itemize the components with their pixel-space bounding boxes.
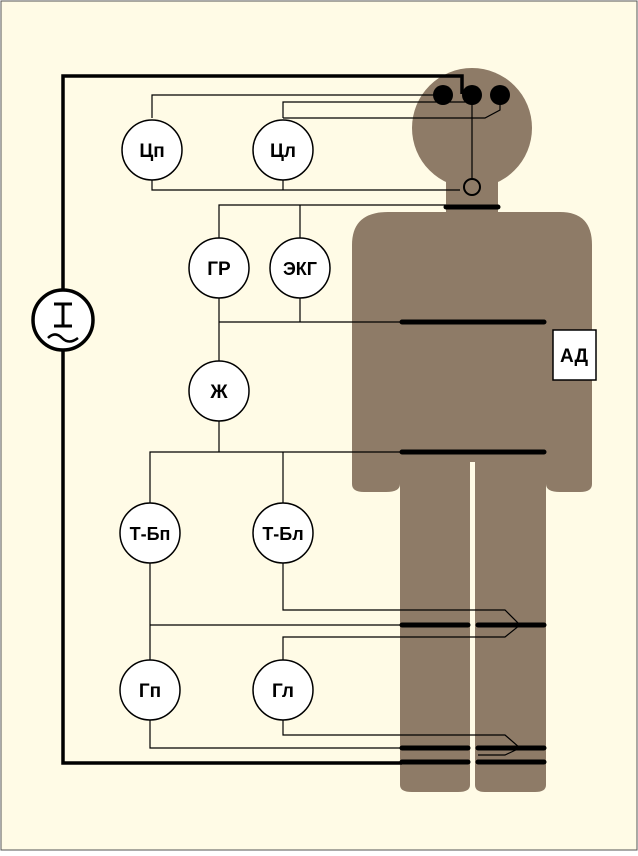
node-cp-label: Цп [139,141,164,162]
node-zh: Ж [188,360,250,422]
gr-ekg-top-wire [218,204,446,240]
gl-top-wire [282,636,478,662]
torso-and-legs [352,212,592,792]
node-cl: Цл [252,119,314,181]
node-tbp-label: Т-Бп [130,524,171,544]
node-tbl: Т-Бл [252,502,314,564]
ad-box: АД [552,329,597,381]
ac-current-source-icon [31,288,95,352]
node-gl-label: Гл [272,681,294,702]
head-electrode-right [490,85,510,105]
node-tbp: Т-Бп [119,502,181,564]
ad-label: АД [560,346,588,367]
gp-ankle-wire [149,718,402,749]
node-zh-label: Ж [209,382,228,403]
wiring [61,74,522,765]
node-cp: Цп [121,119,183,181]
waist-wire [149,451,402,505]
source-main-loop [61,74,464,765]
gl-ankle-wire [282,718,522,756]
neck-sensor-icon [463,178,481,196]
node-ekg: ЭКГ [269,237,331,299]
cl-top-wire [282,101,472,118]
tbl-down-wire [282,562,521,638]
node-gr: ГР [188,237,250,299]
node-gl: Гл [252,659,314,721]
head-electrode-middle [462,85,482,105]
node-cl-label: Цл [270,141,296,162]
head-electrodes [433,85,510,105]
node-gr-label: ГР [207,259,231,280]
cp-top-wire [151,94,440,118]
node-tbl-label: Т-Бл [262,524,303,544]
node-ekg-label: ЭКГ [283,259,317,279]
node-gp: Гп [119,659,181,721]
electrode-bands [399,204,547,765]
node-gp-label: Гп [139,681,161,702]
head-electrode-left [433,85,453,105]
cp-cl-bottom-wire [151,180,460,191]
